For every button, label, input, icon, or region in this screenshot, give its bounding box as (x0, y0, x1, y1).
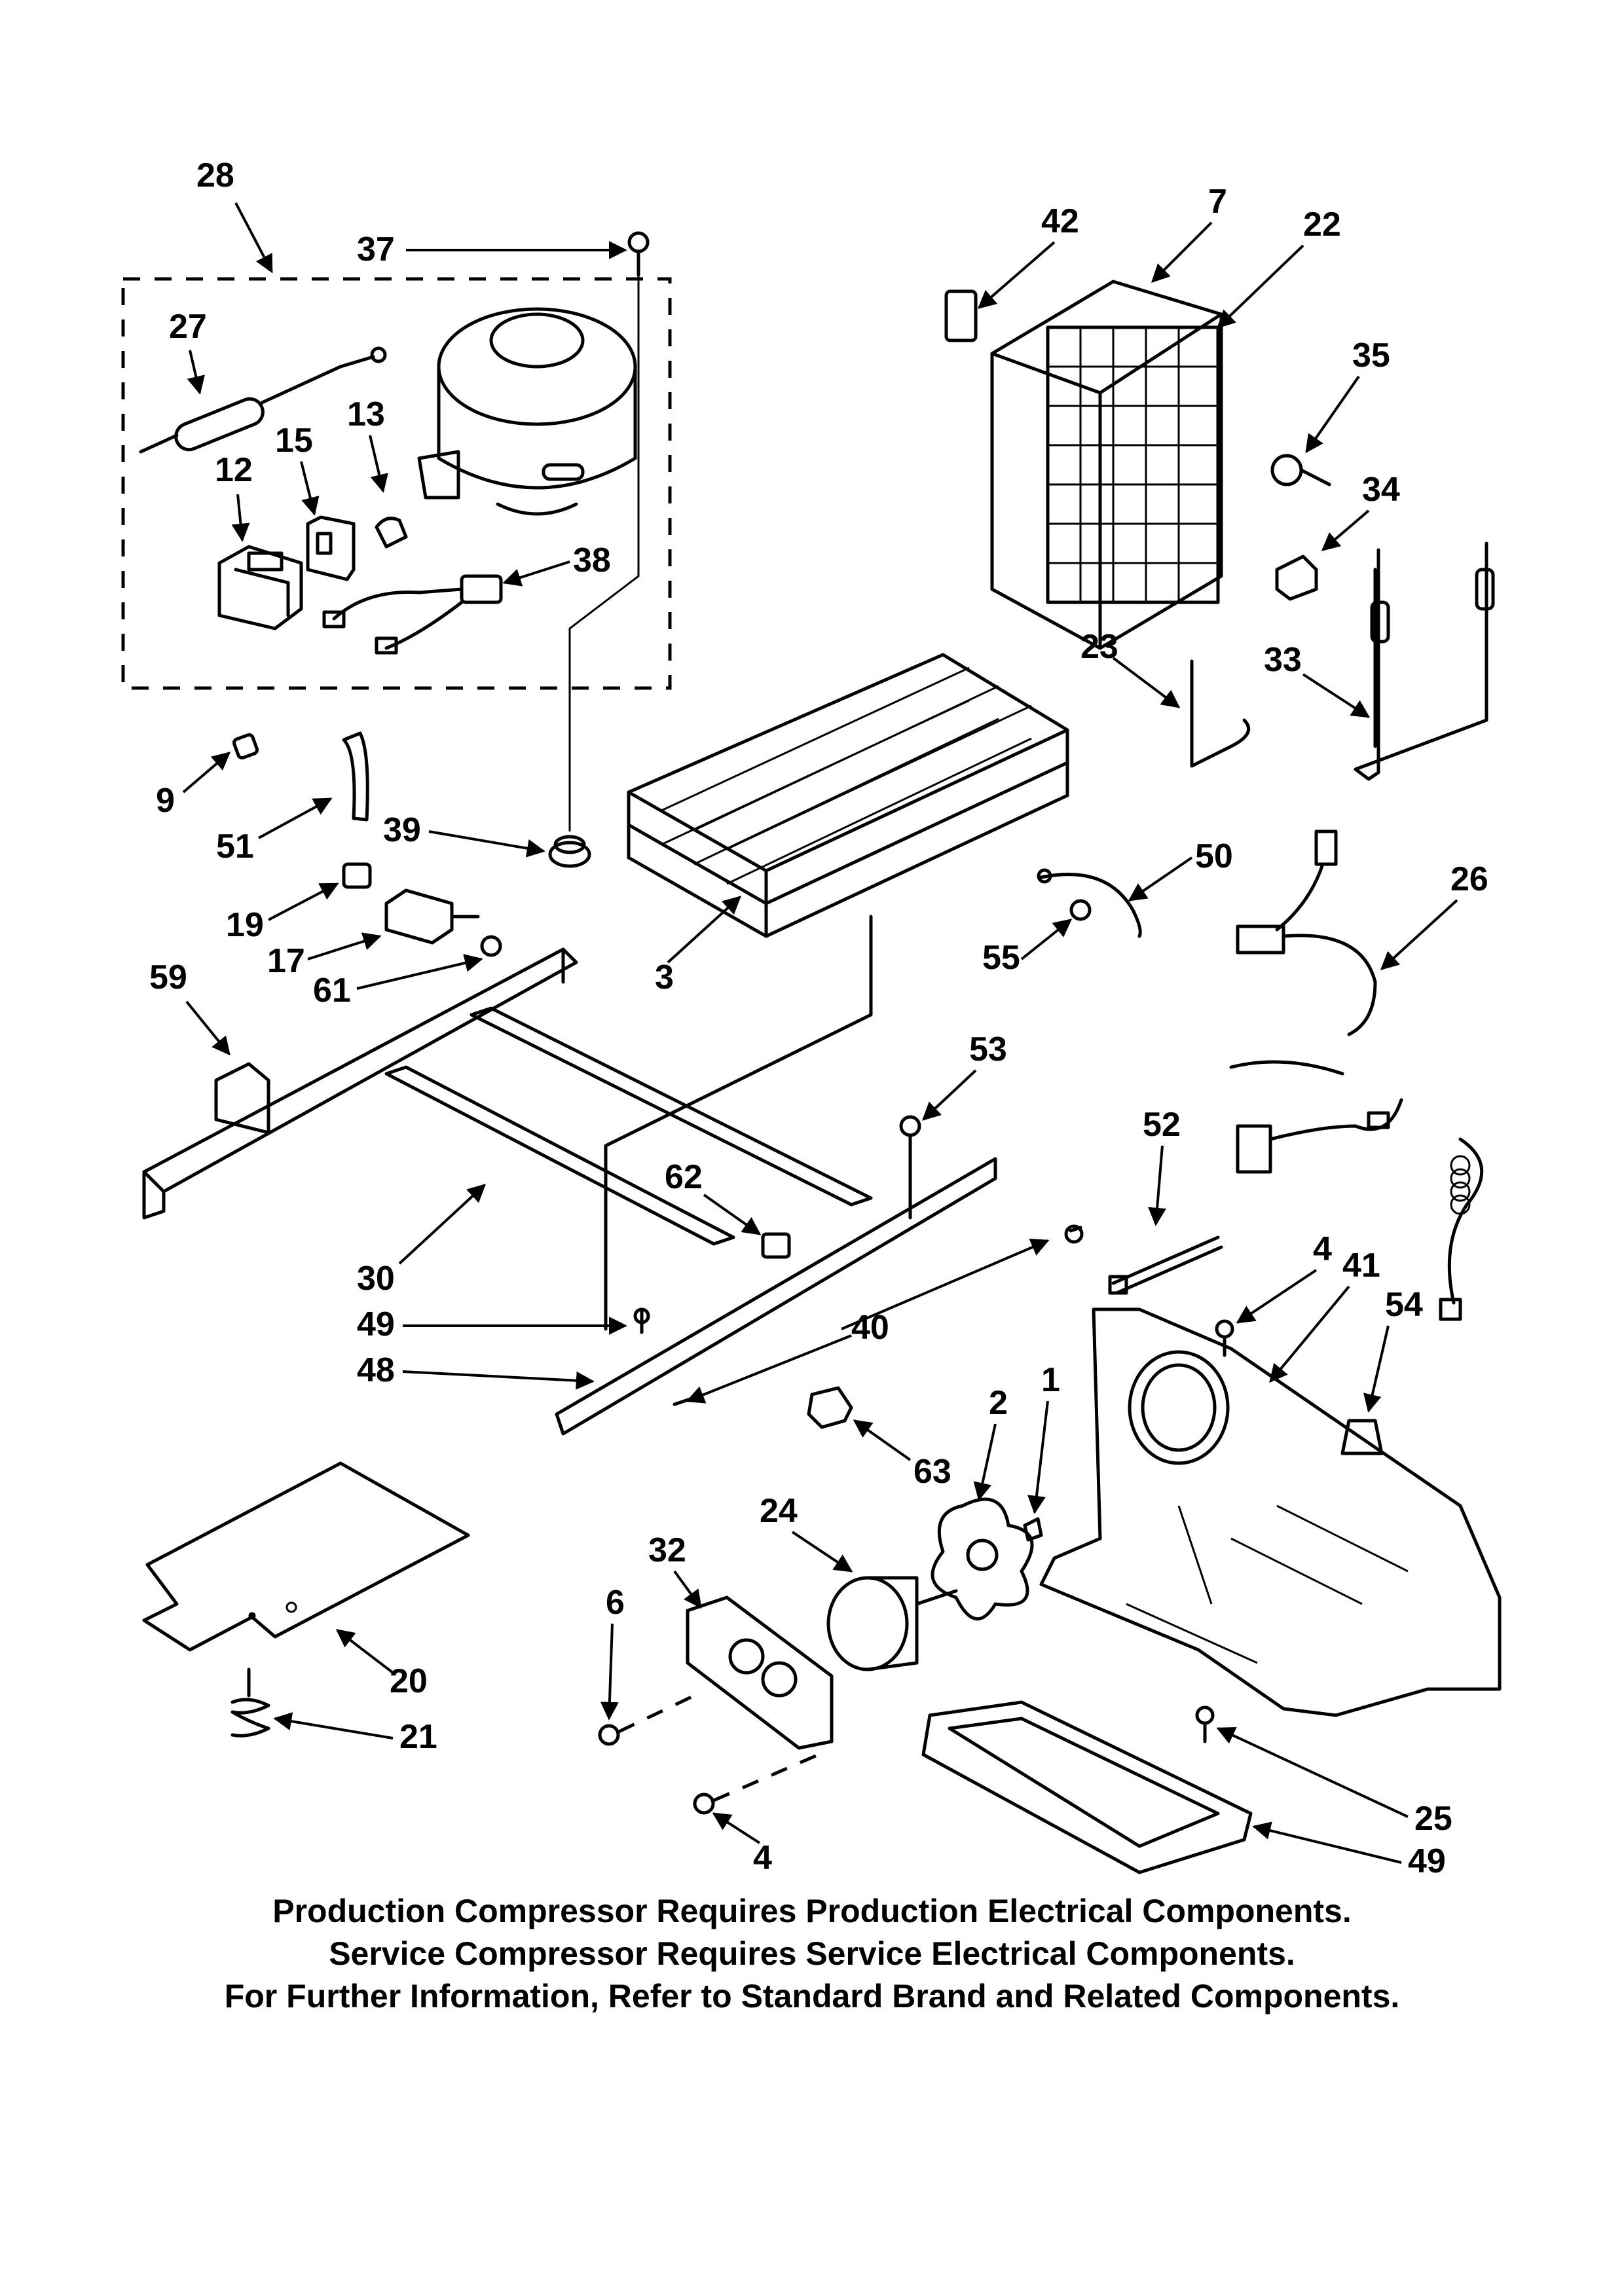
callout-62: 62 (665, 1158, 703, 1196)
callout-12: 12 (215, 451, 253, 489)
part-6-screw (598, 1724, 620, 1746)
part-63 (807, 1386, 853, 1429)
part-38-harness (322, 574, 503, 655)
callout-24: 24 (760, 1492, 798, 1530)
part-53-screw (899, 1115, 921, 1220)
part-7-evaporator-cover (990, 280, 1223, 650)
callout-49: 49 (357, 1305, 395, 1343)
base-rail-assembly (142, 947, 997, 1436)
part-17 (384, 888, 480, 945)
callout-26: 26 (1450, 860, 1488, 898)
compressor-tube (568, 275, 640, 831)
dashed-assembly-line (618, 1694, 820, 1802)
callout-20: 20 (390, 1662, 428, 1700)
callout-55: 55 (982, 939, 1020, 977)
callout-50: 50 (1195, 837, 1233, 875)
callout-4: 4 (1313, 1230, 1332, 1268)
callout-3: 3 (655, 958, 674, 996)
part-33-heater (1354, 541, 1495, 781)
callout-27: 27 (169, 308, 207, 346)
part-62 (761, 1232, 791, 1259)
part-12-relay (217, 545, 303, 630)
callout-7: 7 (1208, 183, 1227, 221)
callout-28: 28 (196, 156, 234, 194)
part-25-drain-pan (921, 1700, 1253, 1874)
callout-2: 2 (989, 1384, 1008, 1422)
note-line-1: Production Compressor Requires Productio… (272, 1893, 1352, 1929)
part-37-screw (627, 231, 650, 277)
part-15-overload (306, 515, 356, 581)
callout-52: 52 (1143, 1106, 1181, 1144)
part-34-bracket (1275, 555, 1318, 601)
callout-17: 17 (267, 942, 305, 980)
callout-23: 23 (1080, 628, 1118, 666)
part-54-nut (1340, 1419, 1384, 1455)
callout-35: 35 (1352, 337, 1390, 374)
part-24-motor (826, 1576, 958, 1671)
part-42-clip (944, 289, 978, 342)
part-41-bracket (1039, 1307, 1502, 1717)
note-line-2: Service Compressor Requires Service Elec… (329, 1935, 1295, 1972)
compressor-kit-dashed-box (121, 277, 672, 690)
part-2-fan-blade (931, 1497, 1034, 1621)
part-49-screw-upper (633, 1307, 650, 1334)
part-50 (1037, 868, 1142, 938)
callout-38: 38 (573, 541, 611, 579)
part-35 (1270, 454, 1331, 486)
callout-15: 15 (275, 422, 313, 460)
part-9-cap (232, 733, 259, 760)
callout-22: 22 (1303, 206, 1341, 244)
part-26-harness (1229, 829, 1484, 1321)
callout-32: 32 (648, 1531, 686, 1569)
callout-63: 63 (913, 1453, 951, 1491)
callout-34: 34 (1362, 471, 1400, 509)
part-55-screw (1069, 899, 1092, 921)
callout-25: 49 (1408, 1842, 1446, 1880)
callout-49-lower: 4 (753, 1839, 772, 1877)
callout-1: 1 (1041, 1361, 1060, 1399)
callout-41: 41 (1342, 1247, 1380, 1285)
part-13-clip (375, 517, 408, 549)
part-3-condenser (604, 653, 1069, 1331)
callout-48: 48 (357, 1351, 395, 1389)
callout-30: 30 (357, 1260, 395, 1298)
callout-19: 19 (226, 906, 264, 944)
part-59-bracket (214, 1062, 270, 1135)
callout-53: 53 (969, 1030, 1007, 1068)
note-line-3: For Further Information, Refer to Standa… (224, 1978, 1400, 2014)
callout-51: 51 (216, 828, 254, 866)
part-21-spring (231, 1667, 270, 1738)
part-32-bracket (686, 1595, 834, 1750)
callout-54: 54 (1385, 1286, 1423, 1324)
callout-9: 9 (156, 782, 175, 820)
part-39-grommet (548, 835, 591, 868)
callout-40: 40 (851, 1309, 889, 1347)
part-51-tube (342, 731, 369, 822)
callout-39: 39 (383, 811, 421, 849)
part-61-screw (480, 935, 502, 957)
part-4-screw-upper (1215, 1319, 1234, 1357)
part-23-hanger (1190, 659, 1251, 768)
part-4-screw-lower (1195, 1705, 1215, 1743)
callout-37: 37 (357, 230, 395, 268)
callout-4-lower: 25 (1414, 1800, 1452, 1838)
compressor-part (417, 307, 637, 516)
part-22-evaporator-coil (1046, 325, 1220, 604)
part-20-panel (142, 1461, 470, 1652)
callout-21: 21 (399, 1718, 437, 1756)
callout-33: 33 (1264, 641, 1302, 679)
callout-layer: 28 37 27 15 13 12 38 42 7 22 35 34 23 33… (149, 156, 1488, 1880)
part-19 (342, 862, 372, 889)
callout-59: 59 (149, 958, 187, 996)
part-27 (139, 346, 387, 454)
part-52-tie (1108, 1235, 1223, 1295)
callout-61: 61 (313, 972, 351, 1010)
part-1 (1023, 1517, 1043, 1542)
part-49-screw-lower (693, 1793, 715, 1815)
callout-42: 42 (1041, 202, 1079, 240)
callout-13: 13 (347, 395, 385, 433)
callout-6: 6 (606, 1584, 625, 1622)
